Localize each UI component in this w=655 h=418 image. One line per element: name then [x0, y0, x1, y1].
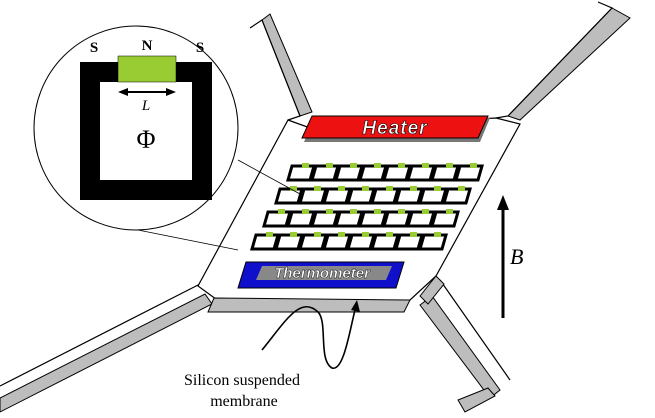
- ring-junction: [422, 163, 429, 168]
- ring-junction: [386, 186, 393, 191]
- thermometer-label: Thermometer: [274, 265, 371, 282]
- ring-loop: [430, 210, 460, 228]
- ring-junction: [362, 186, 369, 191]
- ring-loop: [310, 164, 340, 182]
- ring-loop: [286, 164, 316, 182]
- ring-loop: [334, 210, 364, 228]
- membrane-label-line2: membrane: [210, 393, 278, 410]
- ring-loop: [298, 187, 328, 205]
- ring-loop: [310, 210, 340, 228]
- ring-loop: [394, 233, 424, 251]
- ring-junction: [350, 163, 357, 168]
- ring-junction: [446, 163, 453, 168]
- ring-junction: [386, 232, 393, 237]
- ring-junction: [362, 232, 369, 237]
- junction-bar: [117, 55, 177, 83]
- pole-s-right: S: [196, 40, 204, 56]
- ring-loop: [346, 233, 376, 251]
- ring-junction: [314, 186, 321, 191]
- heater-label: Heater: [362, 118, 428, 139]
- ring-junction: [398, 163, 405, 168]
- ring-junction: [434, 232, 441, 237]
- pole-s-left: S: [90, 40, 98, 56]
- silicon-membrane: [0, 1, 631, 413]
- flux-label: Φ: [136, 125, 155, 154]
- ring-junction: [374, 163, 381, 168]
- ring-loop: [322, 233, 352, 251]
- ring-loop: [274, 233, 304, 251]
- ring-loop: [274, 187, 304, 205]
- ring-junction: [314, 232, 321, 237]
- magnetic-field-arrow: B: [497, 195, 523, 318]
- membrane-label-line1: Silicon suspended: [184, 372, 300, 389]
- ring-junction: [290, 232, 297, 237]
- ring-loop: [394, 187, 424, 205]
- field-label: B: [510, 244, 523, 269]
- ring-junction: [290, 186, 297, 191]
- ring-loop: [322, 187, 352, 205]
- ring-loop: [286, 210, 316, 228]
- ring-loop: [442, 187, 472, 205]
- ring-junction: [398, 209, 405, 214]
- ring-loop: [406, 210, 436, 228]
- ring-junction: [446, 209, 453, 214]
- pole-n: N: [142, 38, 153, 54]
- ring-loop: [346, 187, 376, 205]
- ring-loop: [358, 164, 388, 182]
- zoom-lines: [127, 159, 301, 251]
- ring-loop: [370, 187, 400, 205]
- ring-loop: [358, 210, 388, 228]
- ring-junction: [326, 209, 333, 214]
- ring-junction: [302, 209, 309, 214]
- ring-loop: [250, 233, 280, 251]
- ring-loop: [430, 164, 460, 182]
- ring-loop: [382, 210, 412, 228]
- ring-junction: [338, 232, 345, 237]
- ring-junction: [410, 232, 417, 237]
- ring-loop: [382, 164, 412, 182]
- ring-junction: [326, 163, 333, 168]
- zoom-inset: L Φ S N S: [33, 25, 239, 231]
- ring-junction: [422, 209, 429, 214]
- ring-loop: [418, 187, 448, 205]
- ring-junction: [458, 186, 465, 191]
- thermometer: Thermometer: [237, 261, 405, 289]
- ring-junction: [302, 163, 309, 168]
- ring-junction: [266, 232, 273, 237]
- ring-junction: [410, 186, 417, 191]
- ring-loop: [454, 164, 484, 182]
- ring-loop: [418, 233, 448, 251]
- ring-junction: [338, 186, 345, 191]
- ring-junction: [350, 209, 357, 214]
- ring-junction: [374, 209, 381, 214]
- heater: Heater: [301, 115, 490, 142]
- ring-junction: [434, 186, 441, 191]
- ring-junction: [278, 209, 285, 214]
- ring-loop: [370, 233, 400, 251]
- ring-loop: [406, 164, 436, 182]
- ring-array: [250, 163, 484, 251]
- membrane-pointer: [261, 300, 360, 369]
- ring-loop: [262, 210, 292, 228]
- ring-loop: [334, 164, 364, 182]
- length-label: L: [141, 98, 150, 114]
- ring-loop: [298, 233, 328, 251]
- ring-junction: [470, 163, 477, 168]
